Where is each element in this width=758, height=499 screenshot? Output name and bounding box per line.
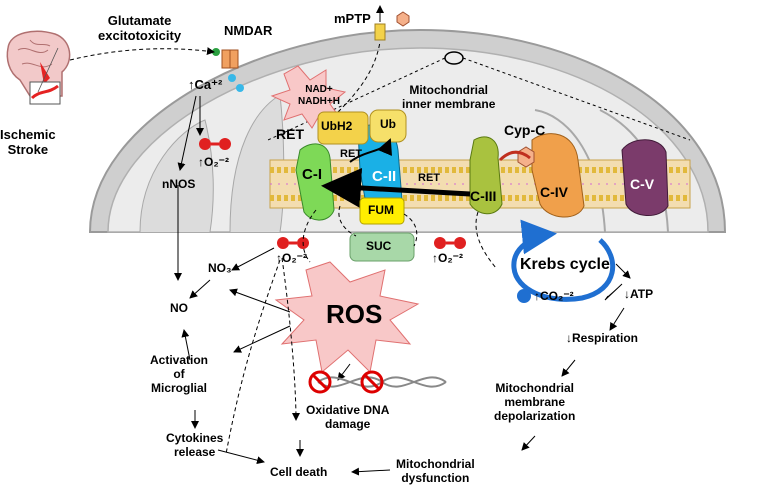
dysfunction-label: Mitochondrial dysfunction [396,457,475,486]
ret-label-right: RET [418,172,440,184]
nad-line2: NADH+H [298,95,340,107]
ros-label: ROS [326,299,383,329]
ca-label: ↑Ca⁺² [188,77,223,92]
ros-burst [274,261,420,374]
complex-v-shape [621,139,669,216]
cytokines-line2: release [173,444,216,459]
nad-label: NAD+ NADH+H [298,84,340,107]
nmdar-label: NMDAR [224,23,273,38]
complex-iv-label: C-IV [540,184,568,200]
depolarization-line1: Mitochondrial [495,381,574,395]
fum-block [359,197,405,225]
inner-membrane-line1: Mitochondrial [409,83,489,97]
complex-iii-label: C-III [470,188,497,204]
depolarization-line2: membrane [504,394,566,409]
o2-label-ci: ↑O₂⁻² [276,251,307,265]
depolarization-label: Mitochondrial membrane depolarization [494,381,576,423]
stroke-label: Stroke [7,141,49,157]
inner-membrane-line2: inner membrane [402,96,496,111]
oxidative-label: Oxidative DNA damage [306,403,390,432]
complex-iv-shape [531,133,585,218]
suc-block [349,232,415,262]
ret-label-inner: RET [340,148,362,160]
complex-i-label: C-I [302,166,322,183]
inner-membrane-label: Mitochondrial inner membrane [402,83,496,112]
no3-label: NO₃ [208,261,232,275]
activation-label: Activation of Microglial [150,353,209,395]
nnos-label: nNOS [162,177,196,191]
complex-iii-shape [469,136,503,215]
o2-molecule-ciii [434,237,466,249]
o2-label-ciii: ↑O₂⁻² [432,251,463,265]
ubh2-block [317,111,369,145]
complex-ii-label: C-II [372,168,397,185]
ubh2-label: UbH2 [321,119,353,133]
atp-label: ↓ATP [624,287,654,301]
mptp-label: mPTP [334,11,371,26]
krebs-cycle-label: Krebs cycle [520,256,610,273]
glutamate-line2: excitotoxicity [98,27,182,43]
ret-arrow [321,167,471,208]
cytokines-line1: Cytokines [166,431,224,445]
dysfunction-line2: dysfunction [401,470,470,485]
glutamate-label: Glutamate excitotoxicity [98,13,182,44]
dysfunction-line1: Mitochondrial [396,457,475,471]
cytokines-label: Cytokines release [166,431,224,460]
o2-molecule-top [199,138,231,150]
nad-line1: NAD+ [305,84,333,95]
cyp-c-label: Cyp-C [504,122,546,138]
activation-line3: Microglial [151,380,208,395]
complex-v-label: C-V [630,176,655,192]
activation-line1: Activation [150,353,209,367]
o2-label-top: ↑O₂⁻² [198,155,229,169]
dna-icon [308,370,447,394]
suc-label: SUC [366,239,392,253]
cyp-c-icon [517,146,535,168]
activation-line2: of [173,366,185,381]
ischemic-label: Ischemic [0,127,56,142]
cell-death-label: Cell death [270,465,328,479]
fum-label: FUM [368,203,394,217]
ret-label-main: RET [276,126,304,142]
depolarization-line3: depolarization [494,408,576,423]
respiration-label: ↓Respiration [566,331,639,345]
mptp-pore [374,11,410,41]
o2-molecule-ci [277,237,309,249]
krebs-cycle-ring [511,219,616,302]
glutamate-line1: Glutamate [107,13,172,28]
brain-icon [6,30,71,105]
ub-label: Ub [380,117,396,131]
no-label: NO [170,301,188,315]
co2-label: ↑CO₂⁻² [534,289,574,303]
oxidative-line2: damage [325,416,371,431]
ischemic-stroke-label: Ischemic Stroke [0,127,56,158]
oxidative-line1: Oxidative DNA [306,403,390,417]
